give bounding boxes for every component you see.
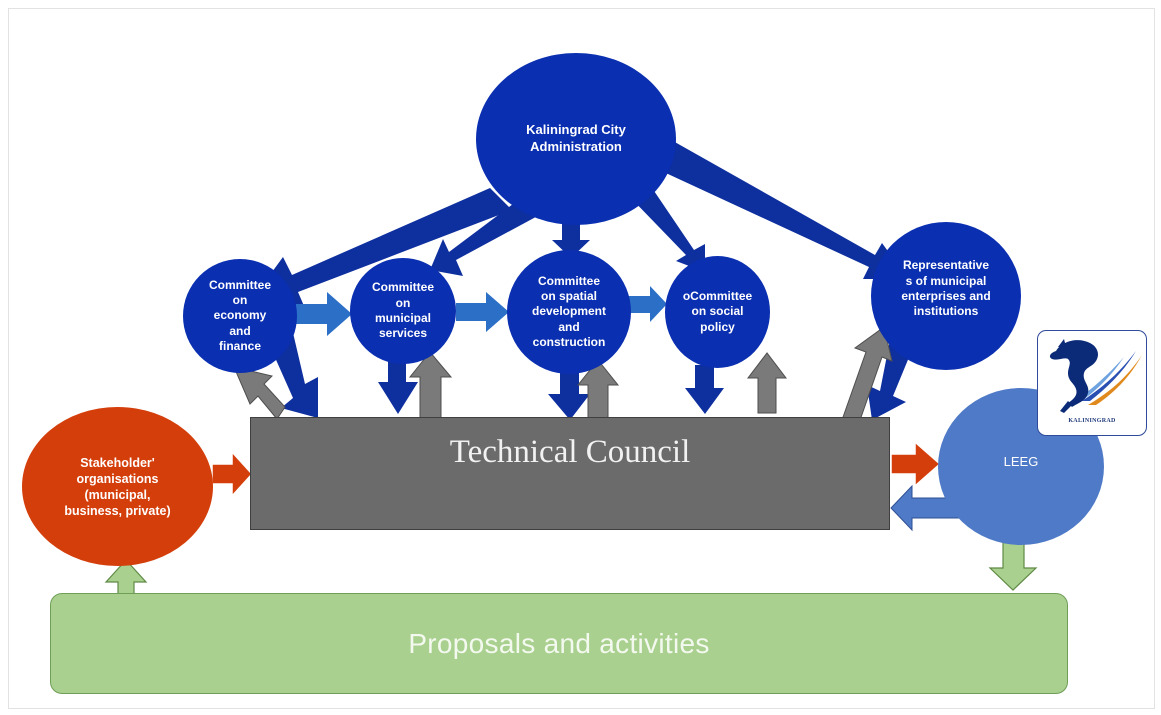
node-committee-municipal-services: Committee on municipal services [350, 258, 456, 364]
technical-council-box: Technical Council [250, 417, 890, 530]
arrow-council-to-leeg [890, 440, 942, 488]
arrow-spatial-to-social [628, 286, 667, 322]
logo-text: KALININGRAD [1068, 418, 1116, 424]
arrow-admin-to-economy [253, 188, 512, 313]
arrow-admin-to-social [628, 182, 705, 272]
arrow-admin-to-representatives [655, 141, 908, 279]
committee-spatial-line-3: development [531, 304, 606, 319]
administration-label: Kaliningrad City Administration [526, 122, 626, 154]
node-stakeholder-organisations: Stakeholder' organisations (municipal, b… [22, 407, 213, 566]
committee-spatial-line-4: and [558, 319, 580, 334]
arrow-council-to-economy [233, 366, 286, 420]
leeg-label: LEEG [1003, 454, 1039, 470]
committee-economy-line-5: finance [218, 339, 261, 354]
committee-municipal-line-4: services [378, 326, 428, 341]
representatives-line-1: Representative [902, 258, 990, 273]
representatives-line-4: institutions [913, 304, 979, 319]
stakeholders-line-4: business, private) [64, 503, 171, 518]
committee-municipal-line-1: Committee [371, 280, 434, 295]
committee-economy-line-3: economy [213, 308, 267, 323]
kaliningrad-logo: KALININGRAD [1037, 330, 1147, 436]
committee-economy-line-1: Committee [208, 277, 271, 292]
committee-economy-line-2: on [232, 292, 248, 307]
committee-social-line-2: on social [691, 304, 744, 319]
proposals-and-activities-box: Proposals and activities [50, 593, 1068, 694]
arrow-social-to-council [685, 365, 724, 414]
representatives-line-3: enterprises and [901, 289, 991, 303]
stakeholders-line-3: (municipal, [84, 487, 151, 502]
proposals-label: Proposals and activities [408, 627, 710, 659]
stakeholders-line-2: organisations [76, 471, 159, 486]
arrow-leeg-to-proposals [988, 539, 1038, 591]
horse-icon [1049, 339, 1142, 413]
representatives-line-2: s of municipal [905, 273, 987, 288]
arrow-council-to-spatial [576, 359, 620, 420]
committee-spatial-line-5: construction [532, 335, 606, 350]
arrow-representatives-to-council [867, 340, 912, 420]
committee-economy-line-4: and [229, 323, 251, 338]
committee-municipal-line-3: municipal [374, 311, 431, 325]
arrow-council-to-municipal [408, 351, 453, 420]
arrow-admin-to-spatial [552, 215, 590, 258]
node-committee-social-policy: oCommittee on social policy [665, 256, 770, 368]
arrow-spatial-to-council [548, 368, 590, 420]
arrow-stakeholders-to-council [211, 450, 254, 498]
arrow-leeg-to-council [890, 484, 961, 532]
committee-spatial-line-1: Committee [537, 273, 600, 288]
arrow-admin-to-municipal [430, 195, 545, 276]
committee-social-line-3: policy [700, 319, 735, 334]
arrow-municipal-to-spatial [456, 292, 509, 332]
committee-spatial-line-2: on spatial [540, 288, 597, 303]
node-representatives: Representative s of municipal enterprise… [871, 222, 1021, 370]
arrow-council-to-social [746, 352, 788, 414]
arrow-municipal-to-council [378, 360, 418, 414]
committee-social-line-1: oCommittee [682, 288, 753, 303]
stakeholders-line-1: Stakeholder' [80, 455, 155, 470]
node-committee-spatial-development: Committee on spatial development and con… [507, 250, 631, 374]
node-committee-economy: Committee on economy and finance [183, 259, 297, 373]
committee-municipal-line-2: on [395, 295, 411, 310]
technical-council-label: Technical Council [449, 434, 691, 470]
node-kaliningrad-city-administration: Kaliningrad City Administration [476, 53, 676, 225]
arrow-economy-to-municipal [296, 292, 352, 336]
